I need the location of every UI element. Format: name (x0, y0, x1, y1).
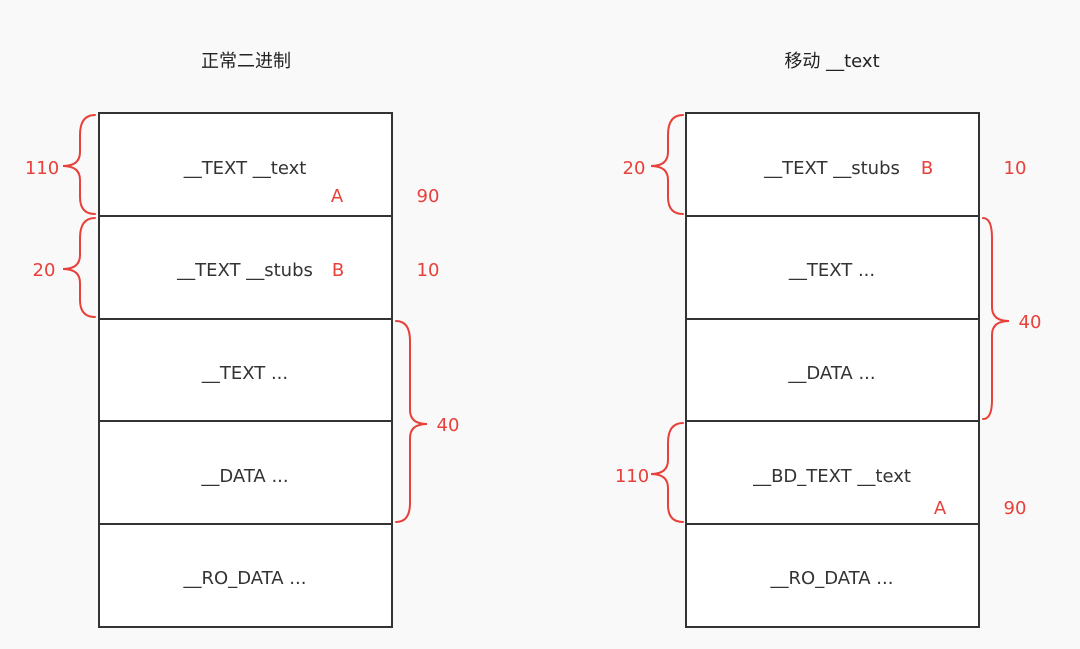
left-segment-4 (98, 420, 393, 525)
left-segment-2-label: __TEXT __stubs (176, 260, 313, 281)
left-segment-1 (98, 112, 393, 217)
right-segment-4 (685, 420, 980, 525)
right-brace-20 (650, 114, 684, 215)
left-diagram: 正常二进制 __TEXT __text __TEXT __stubs __TEX… (25, 51, 460, 628)
right-marker-a: A (934, 498, 947, 519)
right-brace-110-value: 110 (615, 466, 649, 487)
left-offset-a: 90 (417, 186, 440, 207)
left-segments (98, 112, 393, 628)
right-segment-5 (685, 523, 980, 628)
left-brace-40 (395, 320, 428, 523)
left-brace-110 (62, 114, 96, 215)
right-segment-3 (685, 318, 980, 422)
left-segment-5 (98, 523, 393, 628)
left-marker-a: A (331, 186, 344, 207)
left-offset-b: 10 (417, 260, 440, 281)
left-segment-5-label: __RO_DATA ... (183, 568, 307, 589)
left-segment-1-label: __TEXT __text (183, 158, 307, 179)
right-marker-b: B (921, 158, 933, 179)
right-brace-110 (650, 422, 684, 523)
right-segment-2 (685, 215, 980, 320)
right-brace-40-value: 40 (1019, 312, 1042, 333)
right-offset-a: 90 (1004, 498, 1027, 519)
right-braces (650, 114, 1010, 523)
right-segments (685, 112, 980, 628)
right-title: 移动 __text (784, 51, 879, 72)
left-segment-3 (98, 318, 393, 422)
left-braces (62, 114, 428, 523)
right-segment-2-label: __TEXT ... (788, 260, 875, 281)
right-segment-3-label: __DATA ... (787, 363, 875, 384)
right-segment-4-label: __BD_TEXT __text (752, 466, 911, 487)
left-segment-4-label: __DATA ... (200, 466, 288, 487)
right-segment-1-label: __TEXT __stubs (763, 158, 900, 179)
left-title: 正常二进制 (201, 51, 291, 72)
left-segment-2 (98, 215, 393, 320)
right-brace-40 (982, 217, 1010, 420)
left-marker-b: B (332, 260, 344, 281)
left-brace-40-value: 40 (437, 415, 460, 436)
right-segment-5-label: __RO_DATA ... (770, 568, 894, 589)
left-brace-110-value: 110 (25, 158, 59, 179)
left-brace-20-value: 20 (33, 260, 56, 281)
left-segment-3-label: __TEXT ... (201, 363, 288, 384)
right-diagram: 移动 __text __TEXT __stubs __TEXT ... __DA… (615, 51, 1042, 628)
right-brace-20-value: 20 (623, 158, 646, 179)
left-brace-20 (62, 217, 96, 318)
right-offset-b: 10 (1004, 158, 1027, 179)
